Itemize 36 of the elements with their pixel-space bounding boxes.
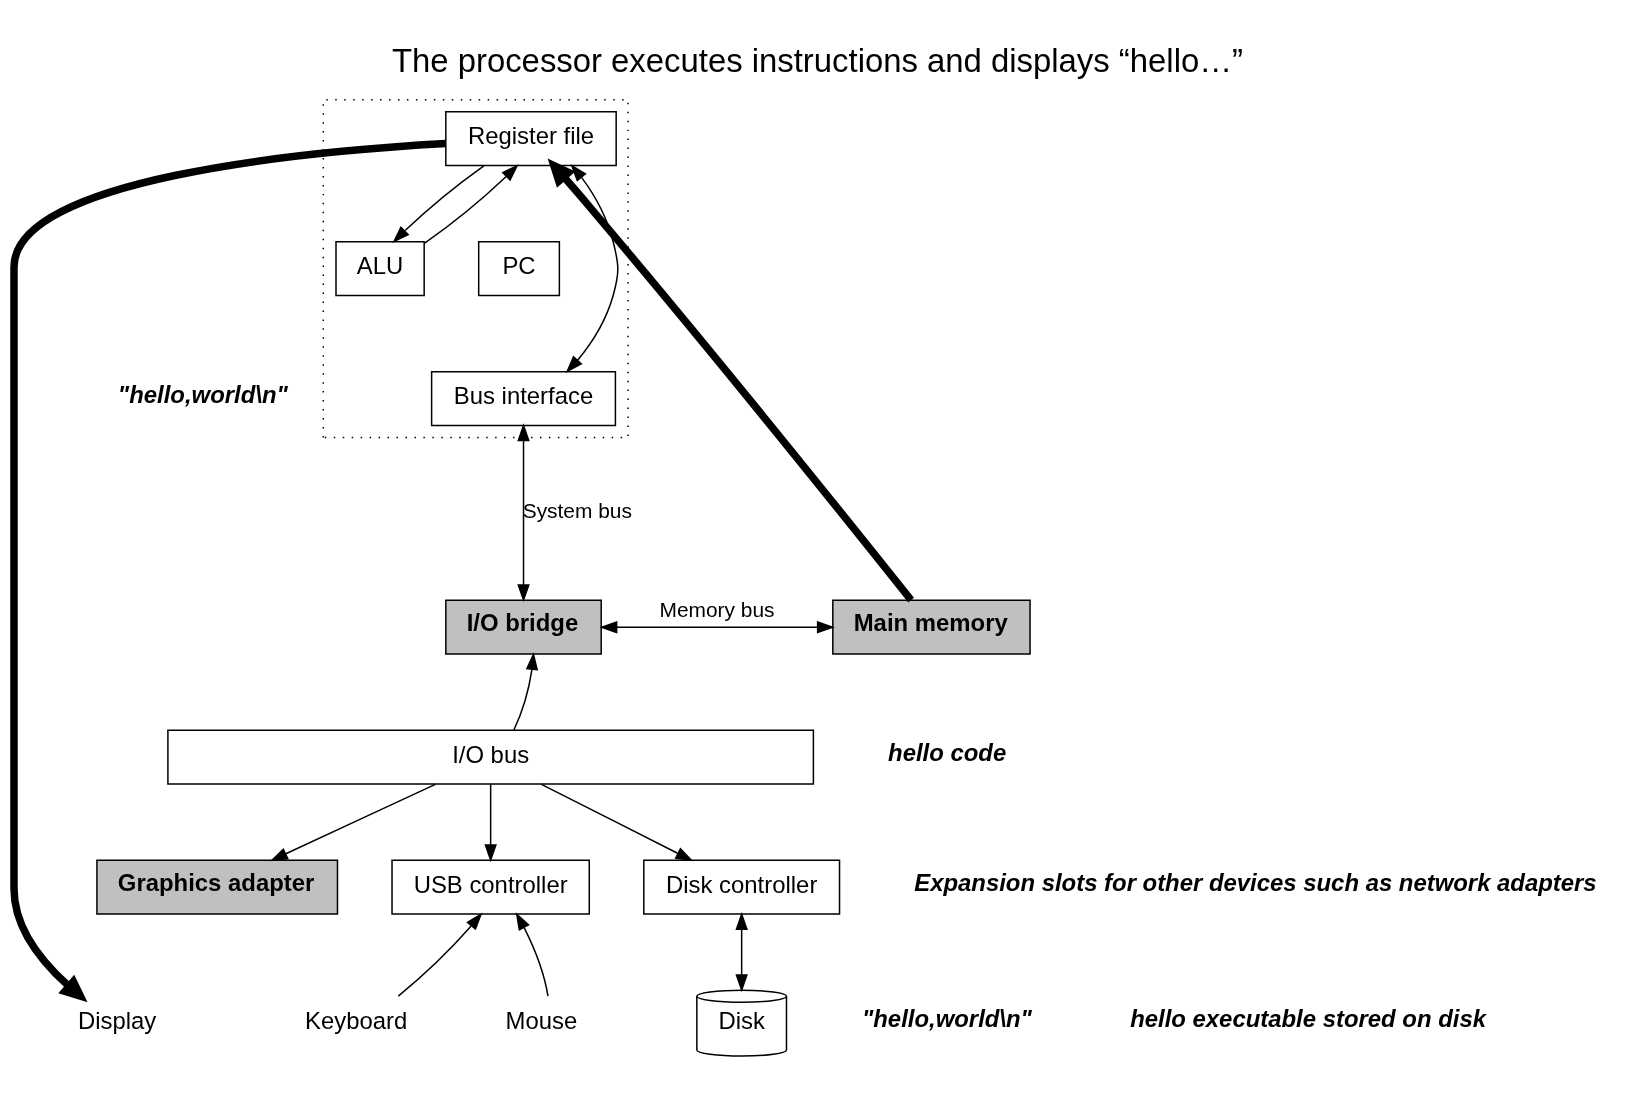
label: hello code xyxy=(888,738,1007,766)
label: "hello,world\n" xyxy=(861,1004,1032,1032)
node-box: I/O bus xyxy=(167,729,815,785)
arrow xyxy=(599,620,835,633)
diagram-title: The processor executes instructions and displays “hello…” xyxy=(391,41,1244,79)
node-box: I/O bridge xyxy=(445,599,602,655)
edge-label: Memory bus xyxy=(659,597,775,621)
cluster xyxy=(322,98,629,438)
arrow xyxy=(515,911,549,997)
arrow xyxy=(735,911,748,992)
label: Expansion slots for other devices such as network adapters xyxy=(914,868,1597,896)
arrow xyxy=(392,164,485,243)
node-box: Main memory xyxy=(832,599,1031,655)
node-text: Mouse xyxy=(505,1006,578,1034)
label: "hello,world\n" xyxy=(117,380,288,408)
arrow xyxy=(517,422,530,602)
node-box: ALU xyxy=(335,240,425,296)
arrow xyxy=(269,783,437,861)
node-box: Disk controller xyxy=(643,859,841,915)
edge-label: System bus xyxy=(522,498,632,522)
node-box: USB controller xyxy=(391,859,590,915)
node-box: Register file xyxy=(445,110,617,166)
arrow xyxy=(423,163,519,244)
arrow xyxy=(547,158,915,602)
arrow xyxy=(10,139,446,1002)
arrow xyxy=(565,163,619,373)
node-box: Bus interface xyxy=(430,370,617,426)
arrow xyxy=(397,912,483,997)
node-box: PC xyxy=(477,240,561,296)
node-text: Display xyxy=(77,1006,157,1034)
node-box: Graphics adapter xyxy=(96,859,339,915)
node-text: Keyboard xyxy=(305,1006,408,1034)
arrow xyxy=(513,651,539,731)
arrow xyxy=(540,783,694,861)
label: hello executable stored on disk xyxy=(1130,1004,1486,1032)
arrow xyxy=(484,783,497,862)
